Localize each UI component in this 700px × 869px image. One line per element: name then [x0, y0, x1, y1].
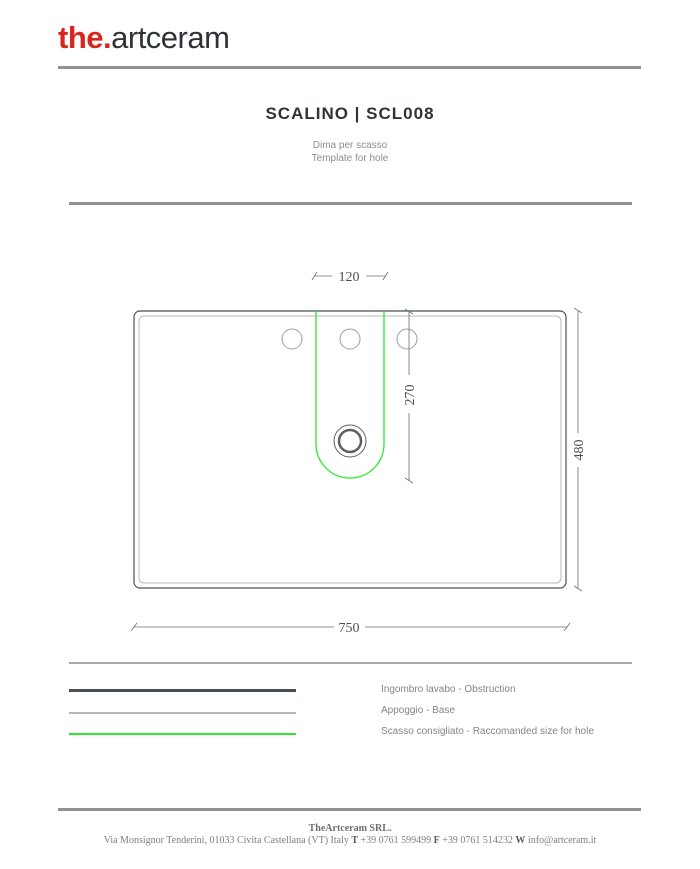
brand-logo-prefix: the.: [58, 20, 112, 55]
subtitle-english: Template for hole: [311, 153, 389, 164]
faucet-hole-left: [281, 328, 303, 350]
footer-web-label: W: [515, 835, 526, 846]
dimension-hole-width: [311, 271, 389, 281]
footer-tel: +39 0761 599499: [360, 835, 432, 846]
product-title: SCALINO | SCL008: [265, 104, 435, 123]
footer-address: Via Monsignor Tenderini, 01033 Civita Ca…: [103, 835, 349, 846]
legend-label-hole: Scasso consigliato - Raccomanded size fo…: [381, 726, 594, 737]
legend-label-obstruction: Ingombro lavabo - Obstruction: [381, 684, 516, 695]
brand-logo: the.artceram: [58, 20, 230, 56]
legend-line-base: [69, 712, 296, 714]
basin-base-outline: [138, 315, 562, 584]
dimension-hole-depth: [404, 308, 414, 484]
footer-fax-label: F: [433, 835, 440, 846]
faucet-hole-center: [339, 328, 361, 350]
legend-label-base: Appoggio - Base: [381, 705, 455, 716]
subtitle-italian: Dima per scasso: [312, 140, 388, 151]
brand-logo-name: artceram: [111, 20, 230, 55]
footer-email[interactable]: info@artceram.it: [527, 835, 597, 846]
footer-company-name: TheArtceram SRL.: [308, 823, 392, 834]
title-divider: [69, 202, 632, 205]
footer-divider: [58, 808, 641, 811]
dimension-basin-width: [130, 622, 571, 632]
footer-fax: +39 0761 514232: [442, 835, 513, 846]
header-divider: [58, 66, 641, 69]
legend-divider: [69, 662, 632, 664]
faucet-hole-right: [396, 328, 418, 350]
dimension-basin-depth-label: 480: [572, 440, 587, 461]
dimension-basin-depth: [573, 307, 583, 592]
dimension-hole-width-label: 120: [339, 270, 360, 285]
footer-contact: Via Monsignor Tenderini, 01033 Civita Ca…: [0, 835, 700, 846]
drain-inner: [337, 428, 363, 454]
drain-outer: [333, 424, 367, 458]
basin-outline: [133, 310, 567, 589]
recommended-hole-outline: [315, 311, 385, 479]
legend-line-obstruction: [69, 689, 296, 692]
footer-tel-label: T: [351, 835, 359, 846]
dimension-hole-depth-label: 270: [403, 385, 418, 406]
dimension-basin-width-label: 750: [339, 621, 360, 636]
legend-line-hole: [69, 733, 296, 735]
